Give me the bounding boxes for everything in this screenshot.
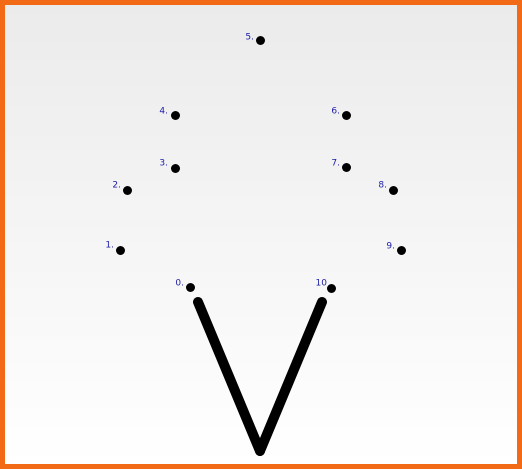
dot-1[interactable] — [115, 245, 125, 255]
dot-6[interactable] — [341, 110, 351, 120]
dot-label-2: 2. — [112, 180, 121, 191]
dot-label-1: 1. — [105, 240, 114, 251]
dot-0[interactable] — [185, 282, 195, 292]
dot-3[interactable] — [170, 163, 180, 173]
dot-label-9: 9. — [386, 241, 395, 252]
dot-label-4: 4. — [159, 106, 168, 117]
drawn-line-right — [255, 297, 327, 456]
dot-label-3: 3. — [159, 158, 168, 169]
dot-label-6: 6. — [331, 106, 340, 117]
drawn-line-left — [193, 297, 265, 456]
dot-label-10: 10 — [315, 278, 327, 289]
dot-label-7: 7. — [331, 158, 340, 169]
dot-label-5: 5. — [245, 32, 254, 43]
dot-label-8: 8. — [378, 180, 387, 191]
dot-to-dot-board[interactable]: 0. 1. 2. 3. 4. 5. 6. 7. 8. 9. 10 — [5, 5, 517, 464]
dot-9[interactable] — [396, 245, 406, 255]
dot-4[interactable] — [170, 110, 180, 120]
dot-10[interactable] — [326, 283, 336, 293]
dot-7[interactable] — [341, 162, 351, 172]
dot-8[interactable] — [388, 185, 398, 195]
drawn-lines — [193, 297, 327, 456]
dot-label-0: 0. — [175, 278, 184, 289]
dot-2[interactable] — [122, 185, 132, 195]
dot-5[interactable] — [255, 35, 265, 45]
